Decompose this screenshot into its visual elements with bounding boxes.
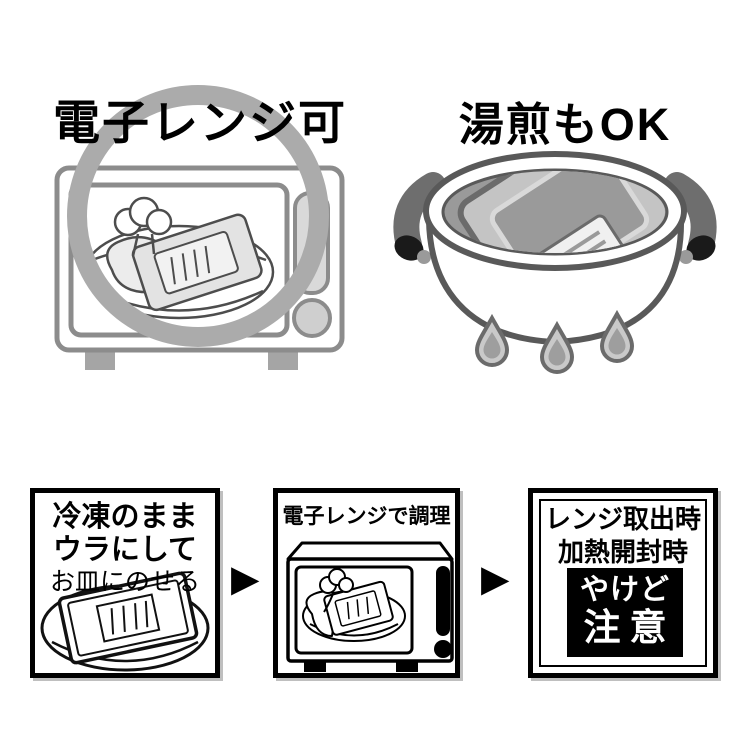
hot-water-illustration (393, 151, 717, 374)
handle-cap (394, 235, 424, 261)
microwave-foot (268, 348, 298, 370)
plate-with-pouch (83, 196, 275, 320)
step-arrow-icon: ▶ (481, 558, 510, 599)
burn-warning-badge: やけど 注意 (567, 568, 683, 657)
microwave-knob (292, 298, 332, 338)
step-burn-caution: レンジ取出時 加熱開封時 やけど 注意 (528, 488, 718, 678)
step1-text: 冷凍のまま ウラにして お皿にのせる (35, 501, 215, 597)
caution-inner-frame (539, 499, 707, 667)
step3-line1: レンジ取出時 (544, 504, 701, 534)
burn-warning-line1: やけど (579, 574, 670, 606)
hot-water-title: 湯煎もOK (458, 99, 672, 150)
flame-drop-icons (474, 309, 635, 374)
ok-circle (67, 85, 329, 347)
step-microwave-cook: 電子レンジで調理 (273, 488, 460, 678)
steam-icon (113, 196, 173, 257)
step1-line2: ウラにして (52, 534, 198, 566)
microwave-foot (85, 348, 115, 370)
step1-line1: 冷凍のまま (52, 501, 198, 533)
step-arrow-icon: ▶ (231, 558, 260, 599)
step2-title: 電子レンジで調理 (282, 505, 451, 528)
microwave-safe-title: 電子レンジ可 (53, 96, 347, 149)
pouch-in-water (457, 171, 665, 253)
handle-cap (686, 235, 716, 261)
step1-line3: お皿にのせる (49, 568, 200, 596)
step3-text: レンジ取出時 加熱開封時 (533, 503, 713, 569)
step3-line2: 加熱開封時 (557, 537, 688, 567)
burn-warning-line2: 注意 (583, 607, 676, 648)
microwave-cooking-illustration (286, 541, 454, 672)
microwave-safe-illustration (54, 85, 345, 370)
steam-icon (319, 568, 354, 613)
step-frozen-on-plate: 冷凍のまま ウラにして お皿にのせる (30, 488, 220, 678)
pouch-on-plate-illustration (40, 571, 210, 672)
